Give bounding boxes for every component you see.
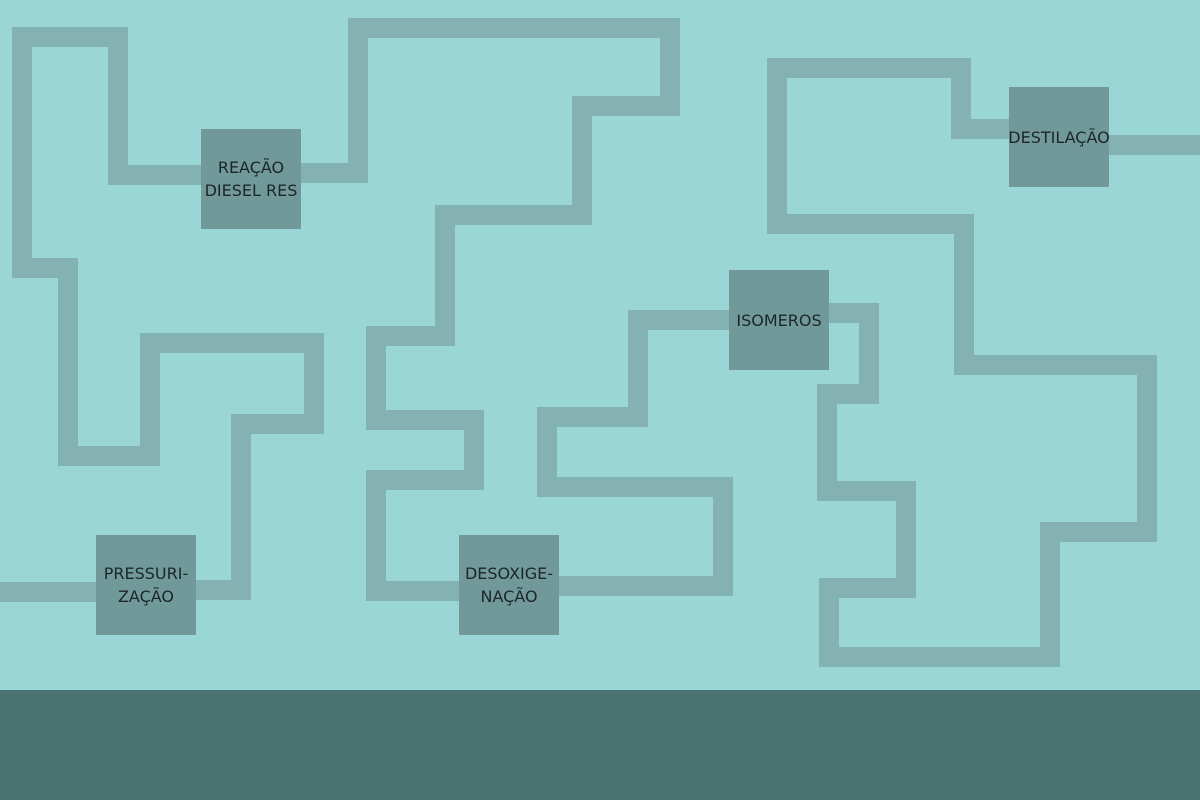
- station-destilacao[interactable]: DESTILAÇÃO: [1008, 87, 1110, 187]
- station-destilacao-label: DESTILAÇÃO: [1008, 127, 1110, 147]
- pipe-isomeros-destilacao: [767, 58, 1157, 667]
- station-desoxigenacao[interactable]: DESOXIGE- NAÇÃO: [459, 535, 559, 635]
- station-isomeros-label: ISOMEROS: [736, 310, 822, 330]
- ground-panel: [0, 690, 1200, 800]
- station-isomeros[interactable]: ISOMEROS: [729, 270, 829, 370]
- station-pressurizacao-label: PRESSURI- ZAÇÃO: [103, 564, 189, 606]
- station-reacao-label: REAÇÃO DIESEL RES: [204, 158, 298, 200]
- station-pressurizacao[interactable]: PRESSURI- ZAÇÃO: [96, 535, 196, 635]
- pipe-center-zigzag: [301, 18, 680, 601]
- pipe-left-loop: [12, 27, 324, 600]
- pipe-desoxigenacao-isomeros: [537, 310, 733, 596]
- station-reacao-diesel[interactable]: REAÇÃO DIESEL RES: [201, 129, 301, 229]
- station-desoxigenacao-label: DESOXIGE- NAÇÃO: [464, 564, 554, 606]
